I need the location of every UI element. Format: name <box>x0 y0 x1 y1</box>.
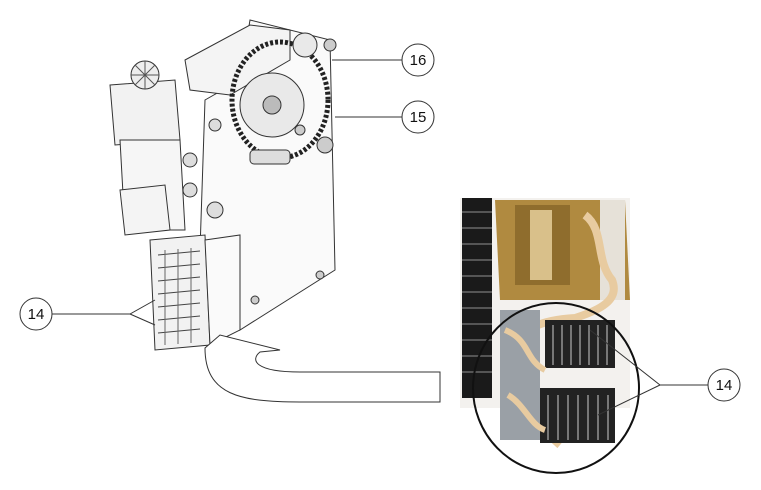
curved-arrow <box>204 334 441 403</box>
sprocket-small <box>292 32 318 58</box>
shaft-end-right <box>316 136 334 154</box>
chain-loop <box>229 39 331 161</box>
callout-16: 16 <box>401 43 435 77</box>
left-mechanism-box <box>109 79 181 146</box>
leader-14-left <box>52 299 156 315</box>
callout-14-left-label: 14 <box>28 306 45 323</box>
callout-14-right-label: 14 <box>716 377 733 394</box>
callout-15: 15 <box>401 100 435 134</box>
drive-shaft <box>249 149 291 165</box>
callout-16-label: 16 <box>410 52 427 69</box>
callout-14-right: 14 <box>707 368 741 402</box>
leader-lines <box>52 59 708 416</box>
mechanism-drawing <box>109 19 337 351</box>
upper-frame <box>184 24 291 96</box>
callout-15-label: 15 <box>410 109 427 126</box>
photo-inset <box>460 198 630 449</box>
terminal-block-left <box>149 234 241 351</box>
highlight-ellipse <box>472 302 640 474</box>
callout-14-left: 14 <box>19 297 53 331</box>
lower-bracket <box>119 184 171 236</box>
